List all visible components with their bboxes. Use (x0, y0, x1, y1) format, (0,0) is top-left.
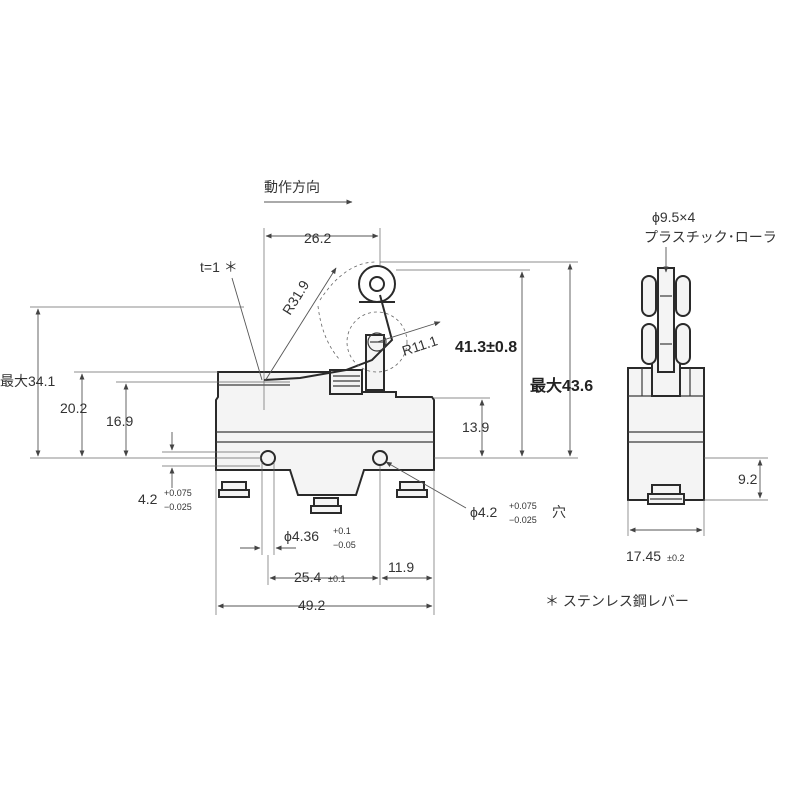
svg-text:−0.025: −0.025 (164, 502, 192, 512)
svg-text:20.2: 20.2 (60, 400, 87, 416)
dim-4-2: 4.2 +0.075 −0.025 (138, 432, 260, 512)
dim-26-2: 26.2 (263, 228, 381, 410)
dim-max-34-1: 最大34.1 (0, 308, 55, 457)
side-view (627, 267, 705, 505)
svg-text:26.2: 26.2 (304, 230, 331, 246)
dim-25-4: 25.4 ±0.1 (267, 466, 381, 585)
terminal-screw-middle (310, 497, 342, 514)
svg-text:R31.9: R31.9 (279, 277, 312, 317)
roller-pin (369, 276, 385, 292)
svg-text:13.9: 13.9 (462, 419, 489, 435)
roller-callout: ϕ9.5×4 プラスチック･ローラ (644, 209, 777, 273)
svg-text:25.4: 25.4 (294, 569, 321, 585)
dim-49-2: 49.2 (215, 470, 433, 615)
dim-phi-4-2: ϕ4.2 +0.075 −0.025 穴 (385, 461, 566, 525)
svg-text:9.2: 9.2 (738, 471, 758, 487)
dim-9-2: 9.2 (704, 457, 768, 501)
roller (358, 265, 396, 303)
svg-text:最大43.6: 最大43.6 (530, 376, 593, 395)
svg-text:プラスチック･ローラ: プラスチック･ローラ (644, 229, 777, 245)
side-roller-2 (675, 275, 691, 317)
mounting-hole-right (372, 450, 388, 466)
plunger (365, 334, 385, 391)
side-roller-axle (657, 267, 675, 373)
svg-text:ϕ4.2: ϕ4.2 (470, 504, 498, 520)
svg-text:ϕ9.5×4: ϕ9.5×4 (652, 209, 695, 225)
side-roller-4 (675, 323, 691, 365)
dim-20-2: 20.2 (60, 373, 87, 457)
side-roller-1 (641, 275, 657, 317)
svg-text:穴: 穴 (552, 504, 566, 520)
side-terminal-screw (647, 484, 685, 505)
dim-max-43-6: 最大43.6 (530, 263, 593, 457)
switch-body (215, 371, 435, 496)
dim-t1: t=1 ＊ (200, 259, 263, 381)
terminal-screw-right (396, 481, 428, 498)
dim-16-9: 16.9 (106, 383, 133, 457)
dim-phi-4-36: ϕ4.36 +0.1 −0.05 (240, 462, 356, 555)
material-note: ＊ ステンレス鋼レバー (545, 593, 689, 609)
svg-text:16.9: 16.9 (106, 413, 133, 429)
svg-text:41.3±0.8: 41.3±0.8 (455, 339, 517, 356)
svg-text:t=1 ＊: t=1 ＊ (200, 259, 238, 275)
dim-11-9: 11.9 (381, 470, 435, 615)
dim-41-3: 41.3±0.8 (455, 271, 525, 457)
svg-text:−0.025: −0.025 (509, 515, 537, 525)
svg-text:+0.075: +0.075 (164, 488, 192, 498)
front-view (215, 261, 435, 514)
svg-text:−0.05: −0.05 (333, 540, 356, 550)
svg-text:+0.075: +0.075 (509, 501, 537, 511)
svg-text:4.2: 4.2 (138, 491, 158, 507)
dim-17-45: 17.45 ±0.2 (626, 500, 705, 564)
svg-text:17.45: 17.45 (626, 548, 661, 564)
plunger-housing (329, 369, 363, 395)
operation-direction: 動作方向 (264, 179, 353, 205)
side-roller-3 (641, 323, 657, 365)
svg-text:11.9: 11.9 (388, 559, 414, 575)
svg-text:R11.1: R11.1 (400, 332, 440, 359)
svg-text:ϕ4.36: ϕ4.36 (284, 528, 319, 544)
svg-text:±0.1: ±0.1 (328, 574, 345, 584)
dim-13-9: 13.9 (434, 397, 490, 457)
dim-r31-9: R31.9 (264, 267, 337, 382)
svg-text:49.2: 49.2 (298, 597, 325, 613)
svg-text:±0.2: ±0.2 (667, 553, 684, 563)
svg-text:最大34.1: 最大34.1 (0, 373, 55, 389)
svg-text:+0.1: +0.1 (333, 526, 351, 536)
direction-label: 動作方向 (264, 179, 320, 195)
terminal-screw-left (218, 481, 250, 498)
lever (263, 294, 394, 381)
